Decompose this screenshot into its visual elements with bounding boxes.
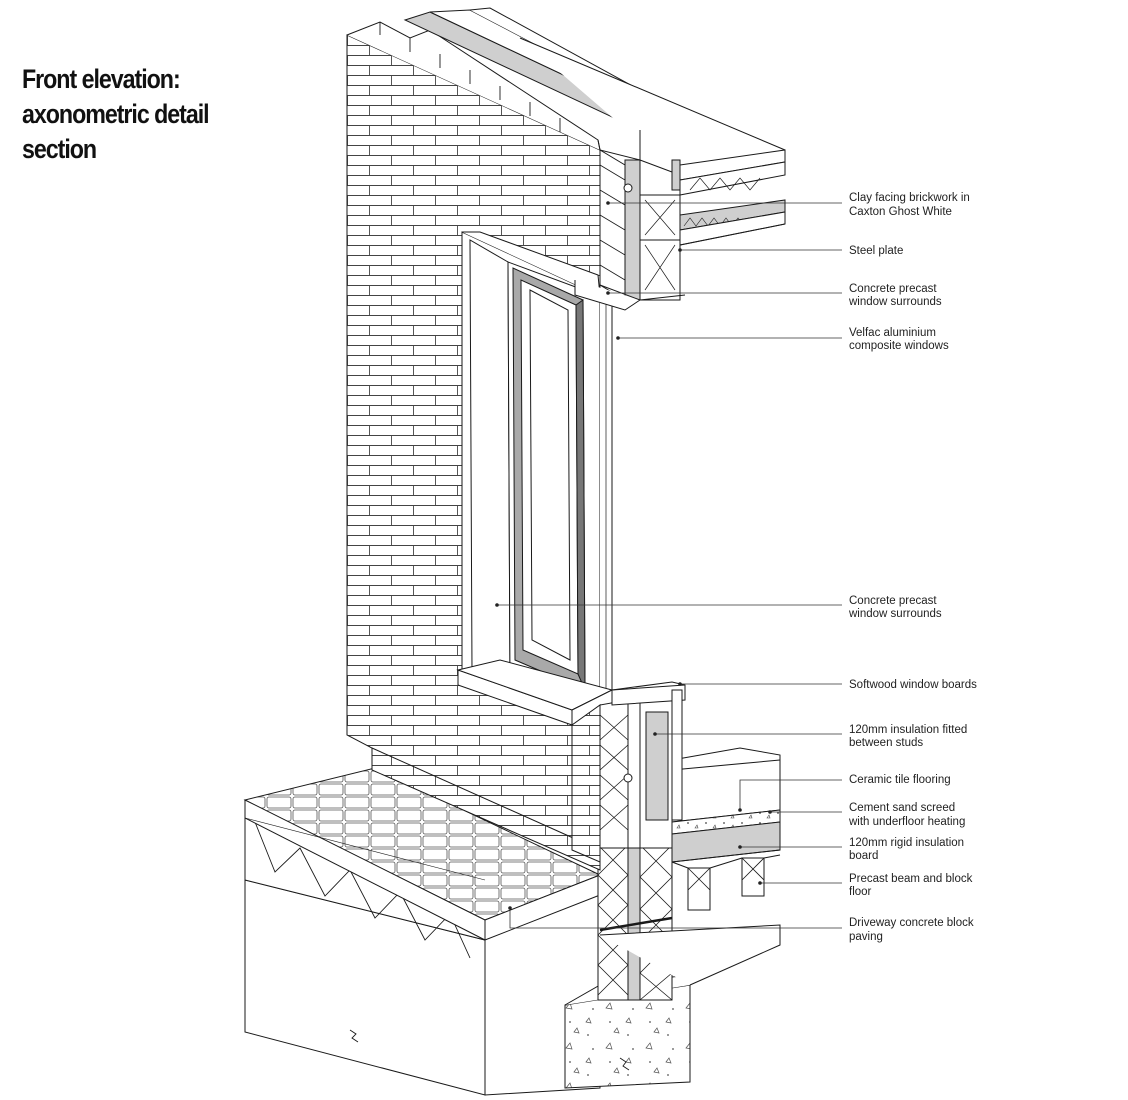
label-precast-side-line2: window surrounds xyxy=(848,608,942,620)
label-rigid-line1: 120mm rigid insulation xyxy=(849,837,964,849)
label-precast-side-line1: Concrete precast xyxy=(849,595,937,607)
label-steel-plate: Steel plate xyxy=(849,245,903,257)
label-clay-facing-line1: Clay facing brickwork in xyxy=(849,192,970,204)
label-screed-line1: Cement sand screed xyxy=(849,802,955,814)
driveway-paving xyxy=(243,767,602,941)
intermediate-floor xyxy=(671,149,786,246)
label-velfac-line1: Velfac aluminium xyxy=(849,327,936,339)
callout-dots xyxy=(495,201,772,910)
label-beam-block-line2: floor xyxy=(849,886,872,898)
lower-wall-section xyxy=(571,681,686,863)
label-insulation-line1: 120mm insulation fitted xyxy=(849,724,967,736)
label-ceramic: Ceramic tile flooring xyxy=(849,774,951,786)
substructure-blockwork xyxy=(597,844,673,1001)
label-precast-top-line2: window surrounds xyxy=(848,296,942,308)
label-driveway-line2: paving xyxy=(849,931,883,943)
window-reveal xyxy=(461,231,613,706)
label-driveway-line1: Driveway concrete block xyxy=(849,917,974,929)
title-line-1: Front elevation: xyxy=(22,64,181,94)
label-insulation-line2: between studs xyxy=(849,737,923,749)
callout-leaders xyxy=(497,202,842,929)
label-velfac-line2: composite windows xyxy=(849,340,949,352)
floor-buildup xyxy=(599,747,781,986)
upper-floor-section xyxy=(574,129,686,311)
title-line-2: axonometric detail xyxy=(22,99,210,129)
callout-labels: Clay facing brickwork in Caxton Ghost Wh… xyxy=(848,192,977,943)
page-title: Front elevation: axonometric detail sect… xyxy=(22,62,246,167)
label-rigid-line2: board xyxy=(849,850,878,862)
label-softwood: Softwood window boards xyxy=(849,679,977,691)
title-line-3: section xyxy=(22,134,97,164)
wall-top-layers xyxy=(403,7,786,195)
label-precast-top-line1: Concrete precast xyxy=(849,283,937,295)
label-clay-facing-line2: Caxton Ghost White xyxy=(849,206,952,218)
label-beam-block-line1: Precast beam and block xyxy=(849,873,973,885)
label-screed-line2: with underfloor heating xyxy=(848,816,965,828)
